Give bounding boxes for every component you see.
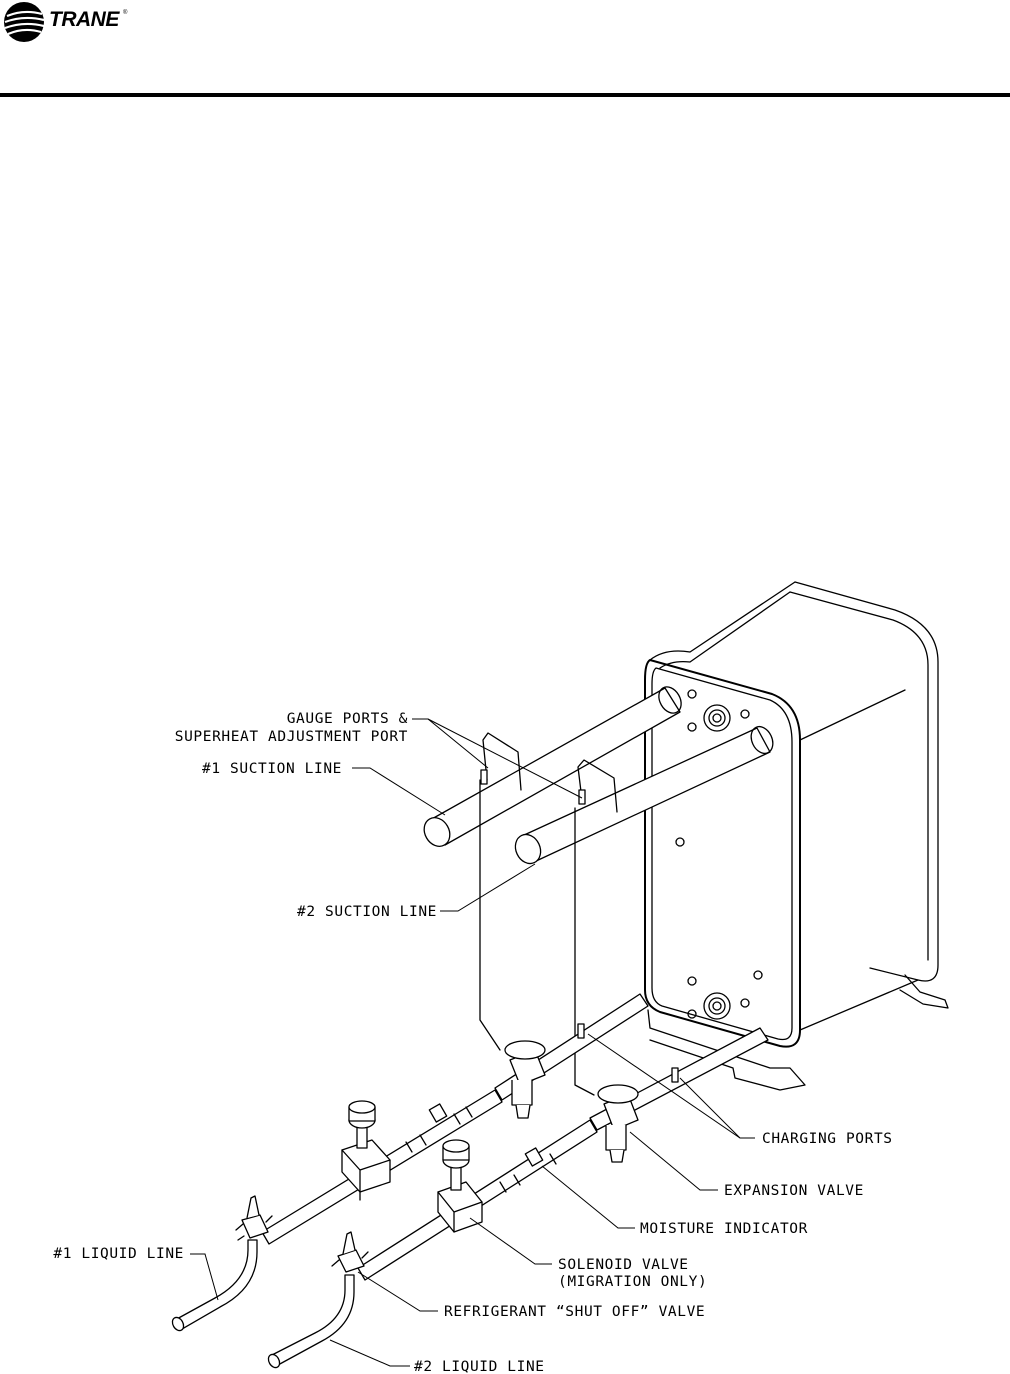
label-gauge-ports: GAUGE PORTS & — [287, 711, 408, 727]
equalizer-tubing — [479, 732, 618, 1096]
label-liquid-line-2: #2 LIQUID LINE — [414, 1359, 545, 1374]
label-suction-line-2: #2 SUCTION LINE — [297, 904, 437, 920]
liquid-line-2 — [267, 1023, 769, 1369]
label-moisture-indicator: MOISTURE INDICATOR — [640, 1221, 808, 1237]
label-shutoff-valve: REFRIGERANT “SHUT OFF” VALVE — [444, 1304, 705, 1320]
page-header: TRANE ® — [0, 0, 1010, 100]
label-charging-ports: CHARGING PORTS — [762, 1131, 893, 1147]
brazed-plate-heat-exchanger — [644, 581, 949, 1091]
label-solenoid-valve: SOLENOID VALVE — [558, 1257, 689, 1273]
registered-mark: ® — [123, 10, 128, 16]
label-expansion-valve: EXPANSION VALVE — [724, 1183, 864, 1199]
label-liquid-line-1: #1 LIQUID LINE — [53, 1246, 184, 1262]
header-rule — [0, 93, 1010, 97]
label-migration-only: (MIGRATION ONLY) — [558, 1274, 707, 1290]
label-suction-line-1: #1 SUCTION LINE — [202, 761, 342, 777]
callout-leaders — [190, 718, 755, 1367]
trane-globe-logo-icon — [4, 2, 45, 42]
brand-wordmark: TRANE — [49, 8, 119, 31]
callout-labels: GAUGE PORTS & SUPERHEAT ADJUSTMENT PORT … — [53, 711, 892, 1374]
suction-line-1 — [423, 686, 682, 847]
liquid-line-1 — [171, 993, 649, 1332]
label-superheat-port: SUPERHEAT ADJUSTMENT PORT — [175, 729, 408, 745]
suction-line-2 — [514, 725, 774, 865]
